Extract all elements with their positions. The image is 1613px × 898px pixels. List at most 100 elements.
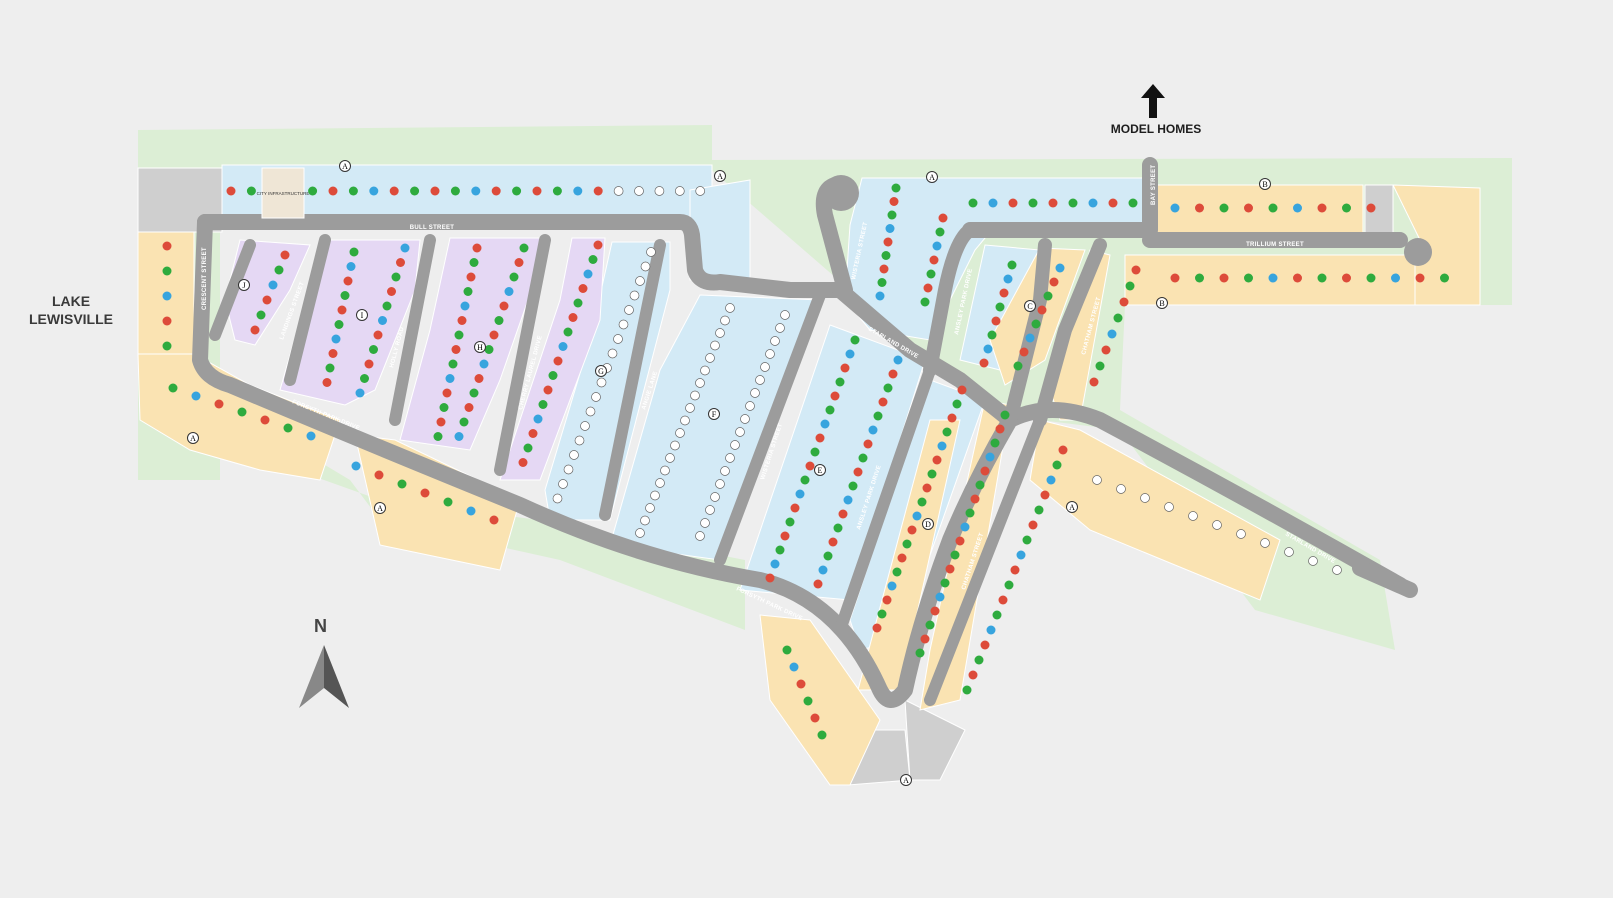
lot-status-dot[interactable] bbox=[442, 388, 452, 398]
lot-open-dot[interactable] bbox=[1164, 502, 1174, 512]
lot-status-dot[interactable] bbox=[191, 391, 201, 401]
lot-status-dot[interactable] bbox=[885, 224, 895, 233]
phase-marker[interactable]: A bbox=[187, 432, 199, 444]
lot-status-dot[interactable] bbox=[491, 186, 501, 196]
lot-status-dot[interactable] bbox=[888, 369, 898, 379]
lot-status-dot[interactable] bbox=[955, 536, 965, 546]
lot-status-dot[interactable] bbox=[1028, 198, 1038, 208]
lot-status-dot[interactable] bbox=[162, 241, 172, 251]
lot-status-dot[interactable] bbox=[902, 539, 912, 549]
phase-marker[interactable]: A bbox=[374, 502, 386, 514]
lot-status-dot[interactable] bbox=[810, 447, 820, 457]
lot-status-dot[interactable] bbox=[950, 550, 960, 560]
lot-status-dot[interactable] bbox=[968, 198, 978, 208]
lot-status-dot[interactable] bbox=[873, 411, 883, 421]
lot-status-dot[interactable] bbox=[283, 423, 293, 433]
lot-status-dot[interactable] bbox=[858, 453, 868, 463]
lot-open-dot[interactable] bbox=[700, 518, 710, 528]
lot-status-dot[interactable] bbox=[1244, 203, 1253, 213]
lot-status-dot[interactable] bbox=[1031, 319, 1041, 329]
lot-status-dot[interactable] bbox=[1219, 203, 1229, 213]
lot-status-dot[interactable] bbox=[796, 679, 806, 689]
lot-status-dot[interactable] bbox=[843, 495, 853, 505]
lot-status-dot[interactable] bbox=[593, 240, 603, 250]
lot-status-dot[interactable] bbox=[1040, 490, 1050, 500]
lot-status-dot[interactable] bbox=[991, 316, 1001, 326]
lot-status-dot[interactable] bbox=[430, 186, 440, 196]
lot-status-dot[interactable] bbox=[803, 696, 813, 706]
lot-status-dot[interactable] bbox=[875, 291, 885, 301]
lot-open-dot[interactable] bbox=[650, 490, 660, 501]
phase-marker[interactable]: H bbox=[474, 341, 486, 353]
phase-marker[interactable]: C bbox=[1024, 300, 1036, 312]
lot-status-dot[interactable] bbox=[573, 298, 583, 308]
lot-status-dot[interactable] bbox=[1052, 460, 1062, 470]
phase-marker[interactable]: A bbox=[1066, 501, 1078, 513]
lot-status-dot[interactable] bbox=[882, 595, 892, 605]
lot-status-dot[interactable] bbox=[818, 565, 828, 575]
lot-status-dot[interactable] bbox=[848, 481, 858, 491]
lot-open-dot[interactable] bbox=[695, 531, 705, 541]
lot-status-dot[interactable] bbox=[348, 186, 358, 196]
lot-status-dot[interactable] bbox=[785, 517, 795, 527]
lot-open-dot[interactable] bbox=[710, 340, 720, 351]
lot-status-dot[interactable] bbox=[396, 258, 405, 267]
lot-open-dot[interactable] bbox=[640, 261, 651, 272]
lot-open-dot[interactable] bbox=[685, 403, 695, 413]
phase-marker[interactable]: E bbox=[814, 464, 826, 476]
lot-status-dot[interactable] bbox=[926, 269, 936, 279]
phase-marker[interactable]: B bbox=[1259, 178, 1271, 190]
lot-status-dot[interactable] bbox=[1068, 198, 1078, 208]
lot-status-dot[interactable] bbox=[1131, 265, 1141, 275]
lot-status-dot[interactable] bbox=[988, 198, 998, 208]
lot-status-dot[interactable] bbox=[1195, 203, 1204, 213]
lot-status-dot[interactable] bbox=[878, 397, 888, 407]
lot-open-dot[interactable] bbox=[765, 349, 775, 359]
lot-status-dot[interactable] bbox=[479, 359, 489, 369]
lot-status-dot[interactable] bbox=[337, 305, 347, 315]
lot-status-dot[interactable] bbox=[1108, 198, 1118, 208]
lot-status-dot[interactable] bbox=[1043, 291, 1053, 301]
lot-status-dot[interactable] bbox=[389, 186, 399, 196]
lot-status-dot[interactable] bbox=[845, 349, 855, 359]
lot-open-dot[interactable] bbox=[645, 503, 655, 513]
lot-status-dot[interactable] bbox=[942, 427, 952, 437]
lot-open-dot[interactable] bbox=[755, 375, 765, 385]
lot-status-dot[interactable] bbox=[543, 385, 553, 395]
lot-status-dot[interactable] bbox=[472, 243, 482, 253]
lot-status-dot[interactable] bbox=[1008, 198, 1018, 208]
lot-status-dot[interactable] bbox=[992, 610, 1002, 620]
lot-status-dot[interactable] bbox=[893, 355, 903, 365]
lot-open-dot[interactable] bbox=[720, 466, 730, 476]
lot-status-dot[interactable] bbox=[907, 525, 917, 535]
lot-open-dot[interactable] bbox=[1188, 511, 1198, 521]
lot-status-dot[interactable] bbox=[489, 515, 499, 525]
lot-status-dot[interactable] bbox=[1037, 305, 1047, 315]
lot-status-dot[interactable] bbox=[360, 374, 369, 383]
lot-status-dot[interactable] bbox=[463, 287, 473, 296]
lot-status-dot[interactable] bbox=[1003, 274, 1013, 284]
lot-status-dot[interactable] bbox=[328, 349, 338, 358]
lot-status-dot[interactable] bbox=[968, 670, 978, 680]
lot-status-dot[interactable] bbox=[995, 302, 1005, 312]
lot-open-dot[interactable] bbox=[715, 479, 725, 489]
lot-status-dot[interactable] bbox=[887, 581, 897, 591]
lot-status-dot[interactable] bbox=[469, 258, 479, 267]
lot-status-dot[interactable] bbox=[1317, 203, 1327, 213]
lot-status-dot[interactable] bbox=[983, 344, 993, 354]
lot-status-dot[interactable] bbox=[474, 374, 484, 383]
lot-status-dot[interactable] bbox=[1440, 273, 1449, 283]
lot-open-dot[interactable] bbox=[1284, 547, 1294, 557]
lot-open-dot[interactable] bbox=[618, 319, 629, 330]
lot-status-dot[interactable] bbox=[1004, 580, 1014, 590]
lot-status-dot[interactable] bbox=[881, 251, 891, 260]
lot-status-dot[interactable] bbox=[952, 399, 962, 409]
lot-status-dot[interactable] bbox=[499, 301, 509, 311]
lot-status-dot[interactable] bbox=[451, 345, 461, 354]
lot-status-dot[interactable] bbox=[439, 403, 449, 412]
lot-status-dot[interactable] bbox=[1119, 297, 1129, 307]
lot-status-dot[interactable] bbox=[775, 545, 785, 555]
lot-status-dot[interactable] bbox=[552, 186, 562, 196]
lot-status-dot[interactable] bbox=[454, 432, 464, 441]
lot-status-dot[interactable] bbox=[863, 439, 873, 449]
